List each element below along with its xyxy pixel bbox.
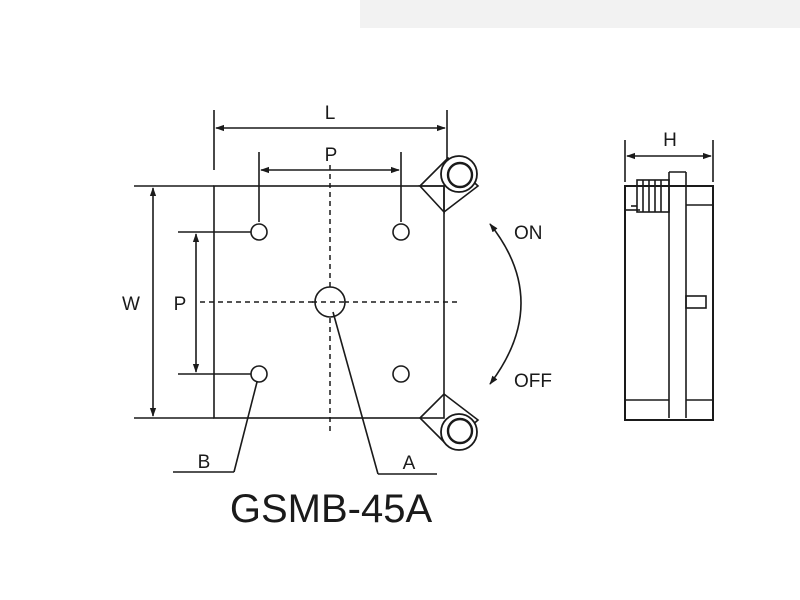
mount-hole-bottom-left [250,365,268,383]
clamp-lever-top [418,155,480,215]
dimension-l-label: L [325,103,336,124]
front-view: L P W P B [122,103,552,475]
rotation-indicator: ON OFF [489,223,552,392]
mount-hole-top-left [250,223,268,241]
dimension-w-label: W [122,294,140,315]
dimension-w: W [122,185,214,419]
mount-hole-top-right [392,223,410,241]
model-name: GSMB-45A [230,487,433,531]
leader-a: A [332,311,437,475]
clamp-lever-bottom [418,392,480,451]
dimension-p-top: P [258,145,402,222]
mount-hole-bottom-right [392,365,410,383]
dimension-h-label: H [663,130,677,151]
side-view: H [624,130,714,421]
dimension-l: L [213,103,448,170]
dimension-p-side-label: P [174,294,187,315]
dimension-p-top-label: P [325,145,338,166]
hole-b-label: B [198,452,211,473]
dimension-p-side: P [174,231,251,375]
off-label: OFF [514,371,552,392]
top-band [360,0,800,28]
side-knurled-knob [631,179,670,213]
hole-a-label: A [403,453,416,474]
on-label: ON [514,223,543,244]
leader-b: B [173,381,258,473]
